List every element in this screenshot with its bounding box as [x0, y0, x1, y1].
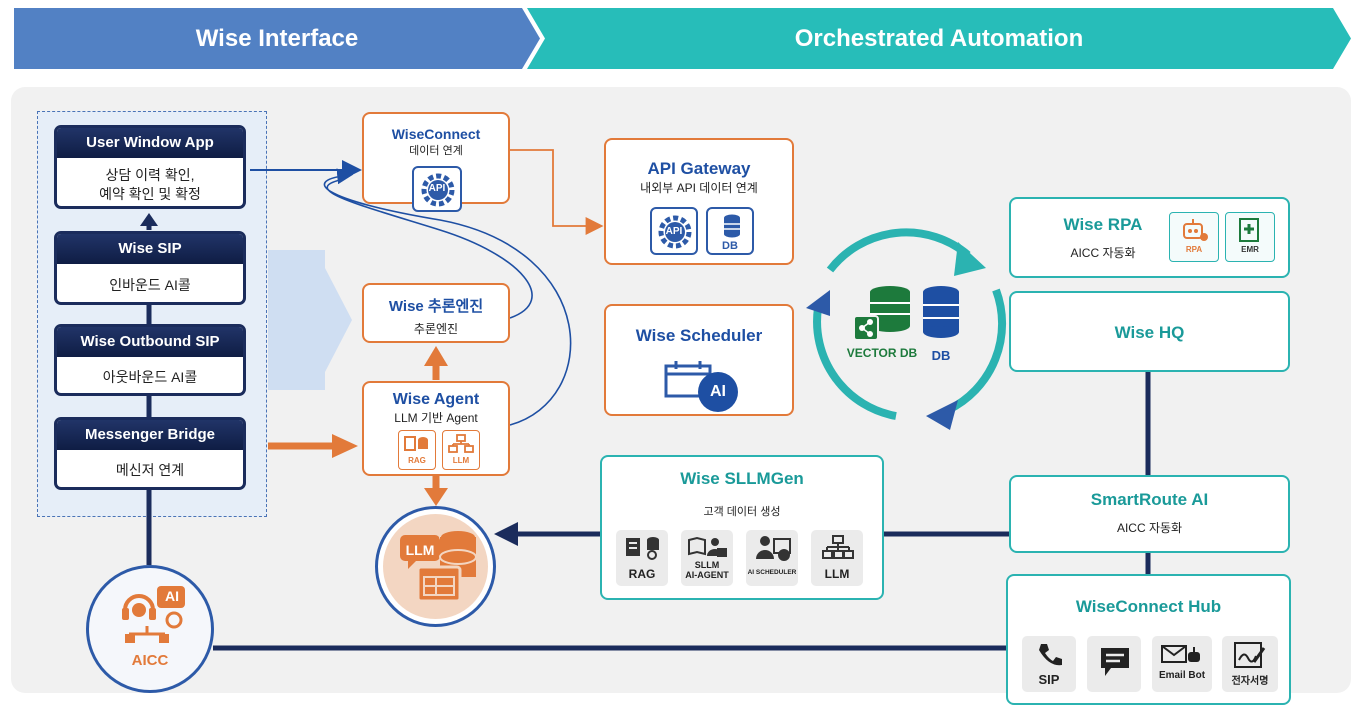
smartroute-title: SmartRoute AI	[1090, 490, 1209, 509]
e-signature-icon[interactable]: 전자서명	[1222, 636, 1278, 692]
aicc-node[interactable]: AI AICC	[86, 565, 214, 693]
messenger-bridge-title: Messenger Bridge	[57, 420, 243, 450]
llm-label: LLM	[405, 542, 435, 558]
sllmgen-llm-icon: LLM	[811, 530, 863, 586]
wise-rpa-title: Wise RPA	[1063, 215, 1143, 234]
api-gateway-card[interactable]: API Gateway 내외부 API 데이터 연계 API DB	[604, 138, 794, 265]
banner-left-label: Wise Interface	[195, 24, 359, 52]
sllmgen-title: Wise SLLMGen	[680, 469, 804, 488]
agent-rag-icon: RAG	[398, 430, 436, 470]
wise-scheduler-card[interactable]: Wise Scheduler AI	[604, 304, 794, 416]
emr-icon-label: EMR	[1241, 245, 1259, 254]
wise-outbound-sip-desc: 아웃바운드 AI콜	[102, 369, 198, 385]
llm-database-icon	[400, 529, 477, 603]
inference-engine-title: Wise 추론엔진	[388, 298, 484, 315]
hub-title: WiseConnect Hub	[1075, 597, 1222, 616]
wise-rpa-subtitle: AICC 자동화	[1070, 246, 1136, 260]
inference-engine-card[interactable]: Wise 추론엔진 추론엔진	[362, 283, 510, 343]
sllmgen-subtitle: 고객 데이터 생성	[703, 506, 781, 518]
banner-right-label: Orchestrated Automation	[794, 24, 1084, 52]
user-window-app-title: User Window App	[57, 128, 243, 158]
wise-agent-title: Wise Agent	[392, 391, 480, 408]
messenger-bridge-desc: 메신저 연계	[115, 462, 185, 478]
api-gateway-title: API Gateway	[647, 159, 751, 178]
llm-node[interactable]: LLM	[375, 506, 496, 627]
wiseconnect-hub-card[interactable]: WiseConnect Hub SIP Email Bot 전자서명	[1006, 574, 1291, 705]
gateway-api-icon: API	[650, 207, 698, 255]
agent-llm-icon: LLM	[442, 430, 480, 470]
headset-network-icon	[122, 586, 185, 643]
wise-outbound-sip-card[interactable]: Wise Outbound SIP 아웃바운드 AI콜	[54, 324, 246, 396]
api-gateway-subtitle: 내외부 API 데이터 연계	[640, 181, 758, 195]
wise-sllmgen-card[interactable]: Wise SLLMGen 고객 데이터 생성 RAG SLLM AI-AGENT…	[600, 455, 884, 600]
wise-hq-card[interactable]: Wise HQ	[1009, 291, 1290, 372]
inference-engine-subtitle: 추론엔진	[413, 322, 459, 336]
hub-sip-label: SIP	[1038, 672, 1060, 687]
emr-document-icon: EMR	[1225, 212, 1275, 262]
db-stack-icon	[923, 286, 959, 338]
sllmgen-rag-label: RAG	[628, 567, 656, 581]
sync-cycle-arrows	[806, 228, 1007, 430]
smartroute-subtitle: AICC 자동화	[1116, 521, 1183, 535]
aicc-label: AICC	[131, 652, 169, 669]
sllmgen-llm-label: LLM	[824, 567, 850, 581]
sllmgen-ai-scheduler-icon: AI SCHEDULER	[746, 530, 798, 586]
user-window-app-card[interactable]: User Window App 상담 이력 확인, 예약 확인 및 확정	[54, 125, 246, 209]
wise-hq-title: Wise HQ	[1114, 323, 1185, 342]
banner-orchestrated-automation: Orchestrated Automation	[527, 8, 1351, 69]
wise-agent-card[interactable]: Wise Agent LLM 기반 Agent RAG LLM	[362, 381, 510, 476]
wise-agent-subtitle: LLM 기반 Agent	[394, 411, 478, 425]
user-window-app-line-2: 예약 확인 및 확정	[99, 186, 201, 202]
aicc-ai-badge: AI	[165, 588, 179, 604]
gateway-api-label: API	[665, 226, 683, 237]
sllmgen-ai-agent-icon: SLLM AI-AGENT	[681, 530, 733, 586]
api-gear-icon: API	[412, 166, 462, 212]
gateway-db-label: DB	[722, 240, 738, 252]
agent-rag-label: RAG	[408, 456, 426, 465]
sllmgen-ai-agent-label: AI-AGENT	[685, 570, 729, 580]
db-label: DB	[931, 348, 951, 363]
sip-phone-icon[interactable]: SIP	[1022, 636, 1076, 692]
wiseconnect-api-label: API	[428, 183, 446, 194]
sllmgen-sllm-label: SLLM	[694, 560, 720, 570]
scheduler-ai-badge: AI	[698, 372, 738, 412]
sllmgen-ai-scheduler-label: AI SCHEDULER	[747, 569, 797, 576]
wise-scheduler-title: Wise Scheduler	[635, 326, 763, 345]
wise-outbound-sip-title: Wise Outbound SIP	[57, 327, 243, 357]
smartroute-ai-card[interactable]: SmartRoute AI AICC 자동화	[1009, 475, 1290, 553]
wiseconnect-subtitle: 데이터 연계	[409, 145, 463, 157]
agent-llm-label: LLM	[452, 456, 470, 465]
wise-sip-desc: 인바운드 AI콜	[109, 277, 191, 293]
rpa-robot-icon: RPA	[1169, 212, 1219, 262]
sllmgen-rag-icon: RAG	[616, 530, 668, 586]
user-window-app-line-1: 상담 이력 확인,	[105, 167, 195, 183]
vector-db-icon	[853, 286, 910, 341]
wiseconnect-card[interactable]: WiseConnect 데이터 연계 API	[362, 112, 510, 212]
hub-email-bot-label: Email Bot	[1158, 670, 1206, 681]
rpa-icon-label: RPA	[1185, 245, 1203, 254]
wise-sip-title: Wise SIP	[57, 234, 243, 264]
banner-wise-interface: Wise Interface	[14, 8, 540, 69]
wise-rpa-card[interactable]: Wise RPA AICC 자동화 RPA EMR	[1009, 197, 1290, 278]
messenger-chat-icon[interactable]	[1087, 636, 1141, 692]
email-bot-icon[interactable]: Email Bot	[1152, 636, 1212, 692]
gateway-db-icon: DB	[706, 207, 754, 255]
messenger-bridge-card[interactable]: Messenger Bridge 메신저 연계	[54, 417, 246, 490]
wise-sip-card[interactable]: Wise SIP 인바운드 AI콜	[54, 231, 246, 305]
wiseconnect-title: WiseConnect	[391, 126, 481, 142]
vector-db-label: VECTOR DB	[846, 346, 918, 360]
hub-signature-label: 전자서명	[1231, 676, 1269, 687]
